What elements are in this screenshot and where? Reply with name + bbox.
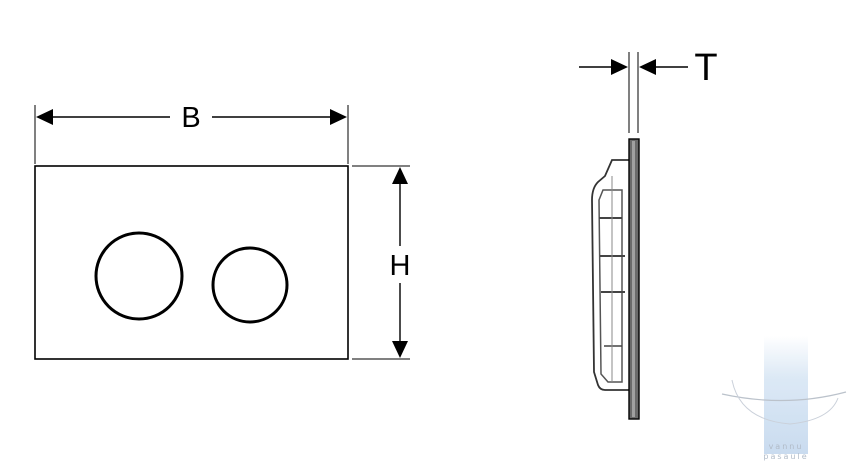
front-view bbox=[34, 165, 349, 360]
width-dimension: B bbox=[34, 102, 349, 164]
small-flush-button bbox=[211, 246, 289, 324]
arrowhead-right bbox=[330, 109, 347, 125]
thickness-dimension: T bbox=[579, 47, 718, 133]
height-label: H bbox=[390, 250, 411, 282]
large-flush-button bbox=[94, 231, 184, 321]
thickness-label: T bbox=[694, 47, 717, 89]
side-view bbox=[591, 138, 640, 420]
arrowhead-left bbox=[36, 109, 53, 125]
height-dimension: H bbox=[352, 165, 411, 360]
watermark-text-line1: vannu bbox=[769, 442, 804, 451]
watermark-arc bbox=[731, 379, 839, 425]
arrowhead-bottom bbox=[392, 341, 408, 358]
arrowhead-top bbox=[392, 167, 408, 184]
thickness-arrow-right bbox=[639, 59, 656, 75]
side-frame-inner bbox=[598, 189, 623, 383]
watermark-bar bbox=[764, 336, 808, 454]
side-frame-outer bbox=[591, 159, 631, 391]
watermark-text-line2: pasaule bbox=[763, 452, 808, 461]
watermark-logo: vannu pasaule bbox=[721, 336, 847, 461]
thickness-arrow-left bbox=[611, 59, 628, 75]
flush-plate-outline bbox=[34, 165, 349, 360]
watermark-swoosh bbox=[721, 391, 847, 402]
width-label: B bbox=[181, 102, 200, 134]
side-cover-highlight bbox=[632, 141, 635, 417]
